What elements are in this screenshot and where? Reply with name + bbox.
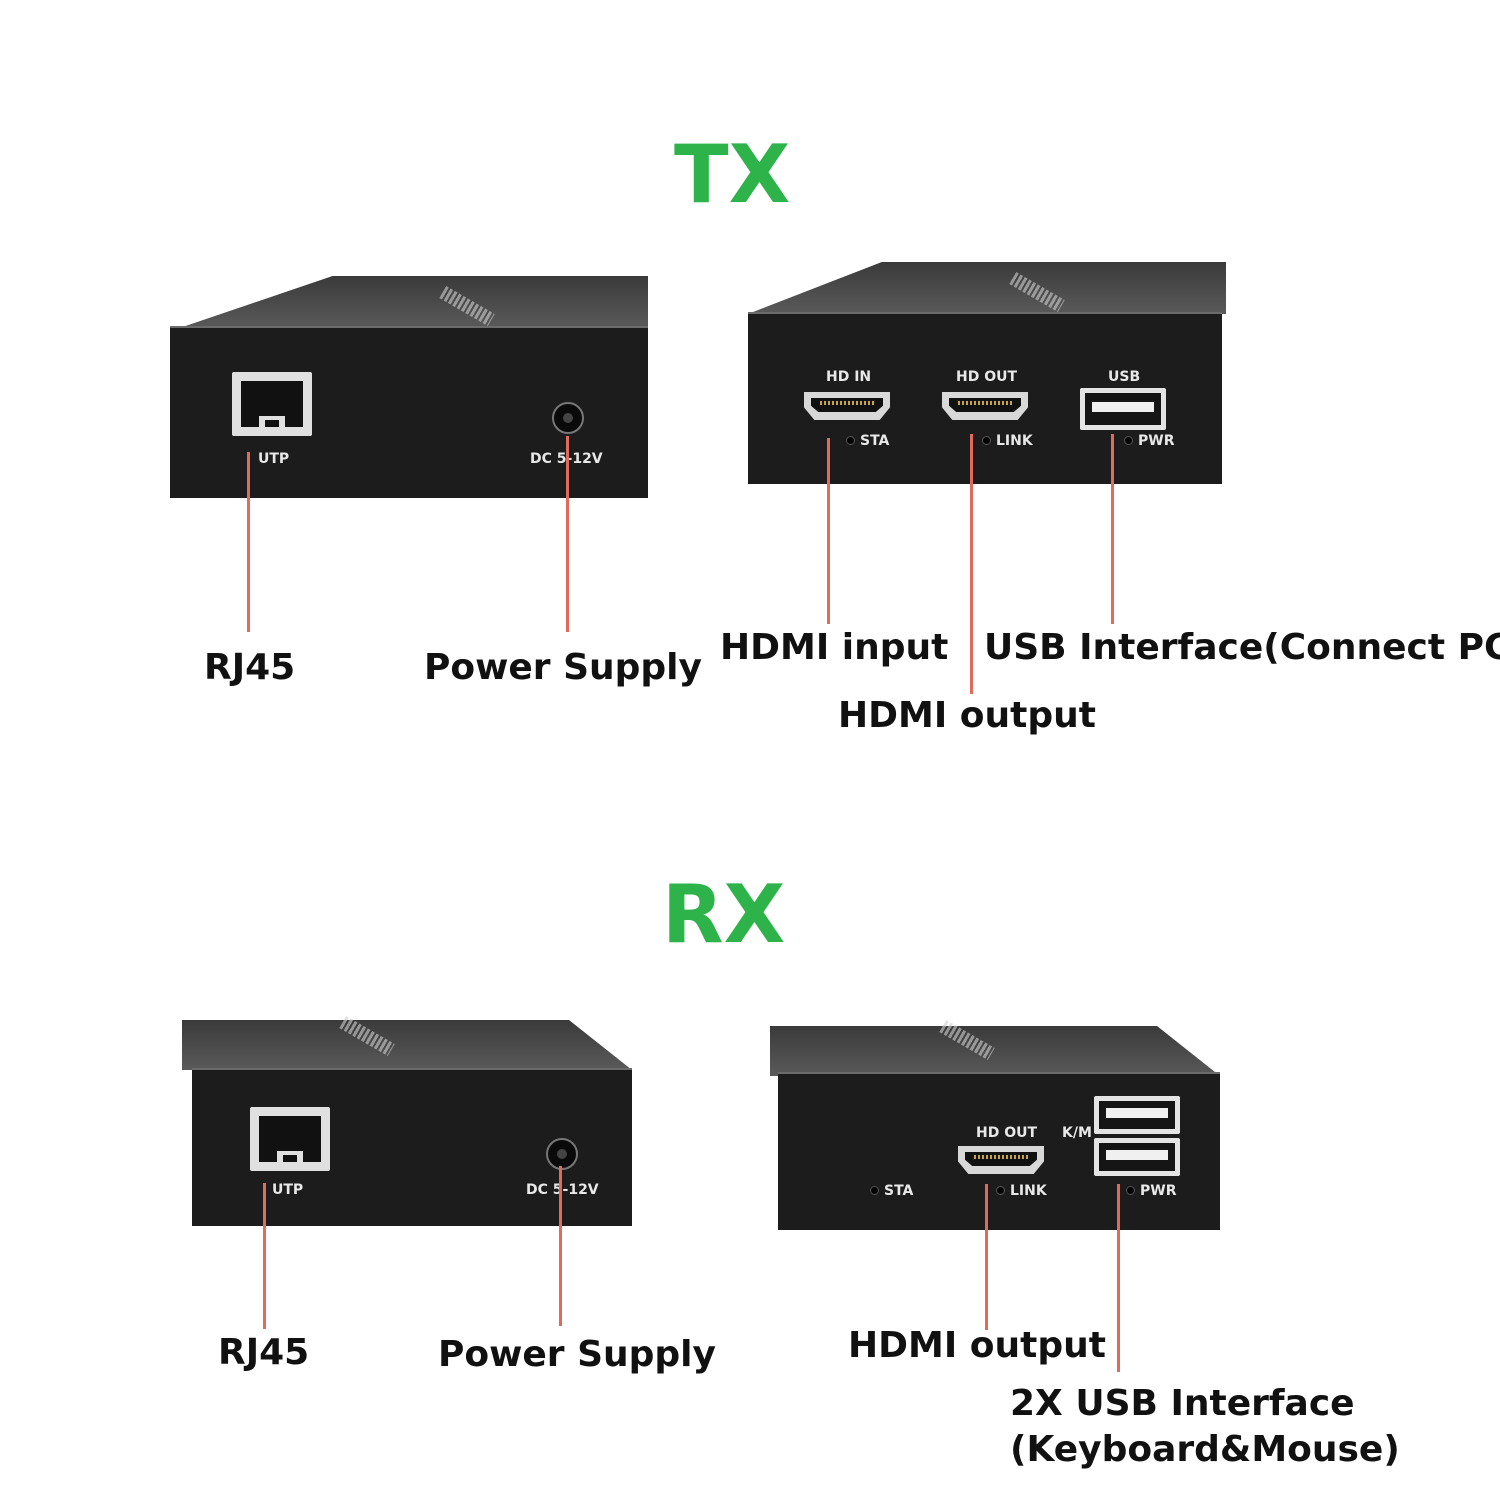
rx-hdmi-output-callout: HDMI output (848, 1325, 1106, 1366)
rx-link-led (996, 1186, 1005, 1195)
rx-title: RX (662, 868, 786, 961)
tx-rj45-port[interactable] (232, 372, 312, 436)
rx-usb-callout-line1: 2X USB Interface (1010, 1383, 1355, 1424)
tx-hdmi-output-callout: HDMI output (838, 695, 1096, 736)
rx-rj45-leader (263, 1183, 266, 1329)
tx-hdmi-input-leader (827, 438, 830, 624)
tx-link-label: LINK (996, 433, 1033, 449)
tx-usb-label: USB (1108, 369, 1141, 385)
rx-rj45-callout: RJ45 (218, 1332, 310, 1373)
tx-power-callout: Power Supply (424, 647, 702, 688)
tx-link-led (982, 436, 991, 445)
tx-pwr-label: PWR (1138, 433, 1175, 449)
rx-power-leader (559, 1166, 562, 1326)
rx-sta-label: STA (884, 1183, 914, 1199)
tx-hd-in-label: HD IN (826, 369, 872, 385)
rx-usb-port-top[interactable] (1094, 1096, 1180, 1134)
rx-unit2-top (770, 1026, 1220, 1076)
tx-hdmi-in-port[interactable] (804, 392, 890, 420)
tx-pwr-led (1124, 436, 1133, 445)
rx-unit1-top (182, 1020, 632, 1070)
tx-hdmi-output-leader (970, 434, 973, 694)
tx-usb-callout: USB Interface(Connect PC) (984, 627, 1500, 668)
rx-km-label: K/M (1062, 1125, 1092, 1141)
rx-pwr-label: PWR (1140, 1183, 1177, 1199)
tx-dc-jack[interactable] (552, 402, 584, 434)
rx-link-label: LINK (1010, 1183, 1047, 1199)
tx-utp-label: UTP (258, 451, 290, 467)
rx-utp-label: UTP (272, 1182, 304, 1198)
rx-hdmi-out-port[interactable] (958, 1146, 1044, 1174)
rx-dc-jack[interactable] (546, 1138, 578, 1170)
rx-sta-led (870, 1186, 879, 1195)
tx-power-leader (566, 436, 569, 632)
tx-hdmi-input-callout: HDMI input (720, 627, 949, 668)
rx-usb-callout-line2: (Keyboard&Mouse) (1010, 1429, 1400, 1470)
tx-rj45-leader (247, 452, 250, 632)
tx-rj45-callout: RJ45 (204, 647, 296, 688)
rx-hd-out-label: HD OUT (976, 1125, 1038, 1141)
tx-sta-led (846, 436, 855, 445)
tx-hd-out-label: HD OUT (956, 369, 1018, 385)
rx-hdmi-output-leader (985, 1184, 988, 1330)
tx-usb-port[interactable] (1080, 388, 1166, 430)
tx-sta-label: STA (860, 433, 890, 449)
tx-usb-leader (1111, 434, 1114, 624)
tx-unit2-top (748, 262, 1226, 314)
rx-rj45-port[interactable] (250, 1107, 330, 1171)
rx-pwr-led (1126, 1186, 1135, 1195)
rx-usb-leader (1117, 1184, 1120, 1372)
tx-title: TX (674, 128, 791, 221)
tx-hdmi-out-port[interactable] (942, 392, 1028, 420)
tx-unit1-top (179, 276, 648, 328)
rx-dc-label: DC 5-12V (526, 1182, 599, 1198)
rx-usb-port-bottom[interactable] (1094, 1138, 1180, 1176)
rx-power-callout: Power Supply (438, 1334, 716, 1375)
